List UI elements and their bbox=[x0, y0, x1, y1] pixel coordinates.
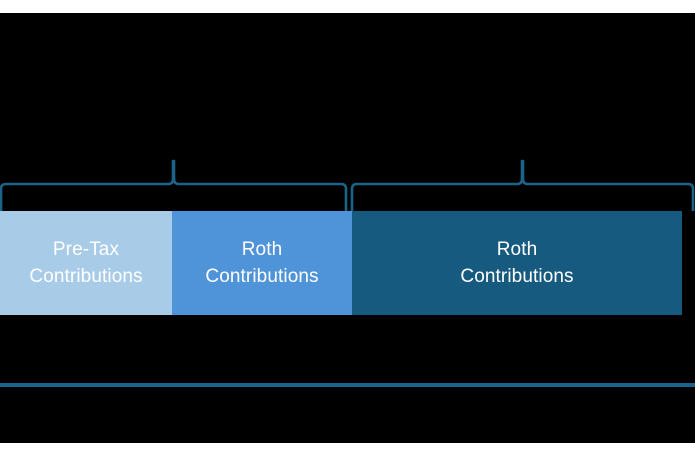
bar-segment-label-line2: Contributions bbox=[29, 266, 143, 287]
bar-segment-label-line1: Pre-Tax bbox=[52, 239, 120, 260]
bar-segment-roth-contributions-1[interactable]: Roth Contributions bbox=[172, 211, 352, 315]
left-brace-icon bbox=[0, 159, 348, 211]
figure-stage: Pre-Tax Contributions Roth Contributions… bbox=[0, 13, 695, 443]
right-brace-icon bbox=[350, 159, 695, 211]
bar-segment-label-line2: Contributions bbox=[460, 266, 574, 287]
bar-segment-label-line1: Roth bbox=[496, 239, 538, 260]
stacked-bar: Pre-Tax Contributions Roth Contributions… bbox=[0, 211, 682, 315]
bar-segment-label-line2: Contributions bbox=[205, 266, 319, 287]
right-brace bbox=[350, 159, 695, 211]
bar-segment-pre-tax-contributions[interactable]: Pre-Tax Contributions bbox=[0, 211, 172, 315]
bar-segment-roth-contributions-2[interactable]: Roth Contributions bbox=[352, 211, 682, 315]
left-brace bbox=[0, 159, 348, 211]
bottom-divider-rule bbox=[0, 383, 695, 387]
bar-segment-label-line1: Roth bbox=[241, 239, 283, 260]
